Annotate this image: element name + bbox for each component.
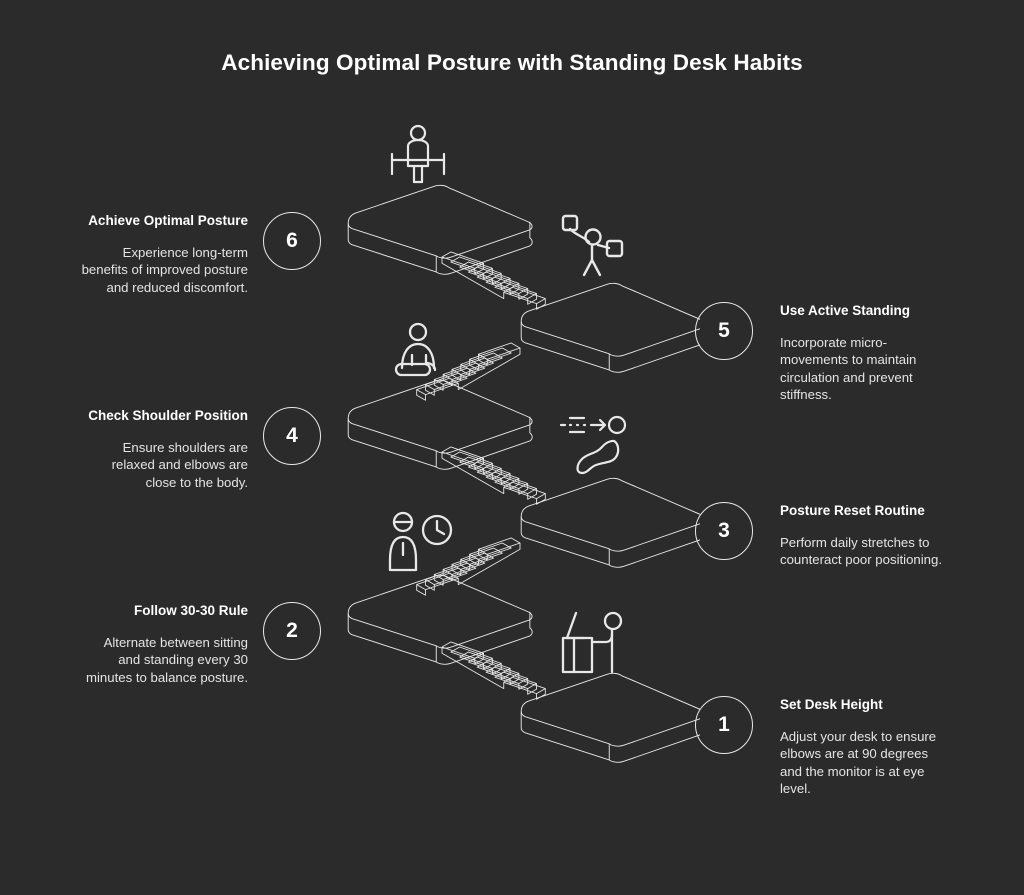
step-6-text-block: Achieve Optimal Posture Experience long-… <box>78 212 248 296</box>
step-6-description: Experience long-term benefits of improve… <box>81 244 248 295</box>
step-4: Check Shoulder Position Ensure shoulders… <box>78 407 418 527</box>
person-lifting-weights-icon <box>561 214 624 277</box>
person-standing-at-desk-icon <box>390 124 446 184</box>
step-6-title: Achieve Optimal Posture <box>88 213 248 228</box>
step-4-title: Check Shoulder Position <box>88 408 248 423</box>
step-2-description: Alternate between sitting and standing e… <box>85 634 248 685</box>
stairs-2-to-1 <box>441 641 546 700</box>
step-2: Follow 30-30 Rule Alternate between sitt… <box>78 602 418 722</box>
person-at-standing-desk-icon <box>561 611 623 674</box>
page-title: Achieving Optimal Posture with Standing … <box>221 50 803 75</box>
step-4-description: Ensure shoulders are relaxed and elbows … <box>111 439 248 490</box>
step-1-text-block: Set Desk Height Adjust your desk to ensu… <box>780 696 950 798</box>
step-4-text-block: Check Shoulder Position Ensure shoulders… <box>78 407 248 491</box>
step-2-number-badge[interactable]: 2 <box>263 602 321 660</box>
stairs-4-to-3 <box>441 446 546 505</box>
step-1-number-badge[interactable]: 1 <box>695 696 753 754</box>
step-1-description: Adjust your desk to ensure elbows are at… <box>780 728 937 797</box>
stairs-3-to-2 <box>416 537 521 596</box>
stairs-6-to-5 <box>441 251 546 310</box>
step-4-number-badge[interactable]: 4 <box>263 407 321 465</box>
step-5-text-block: Use Active Standing Incorporate micro-mo… <box>780 302 950 404</box>
step-6-number-badge[interactable]: 6 <box>263 212 321 270</box>
platform-3 <box>520 477 700 568</box>
step-2-text-block: Follow 30-30 Rule Alternate between sitt… <box>78 602 248 686</box>
step-6: Achieve Optimal Posture Experience long-… <box>78 212 418 332</box>
step-3-title: Posture Reset Routine <box>780 503 925 518</box>
stretching-person-icon <box>559 415 627 475</box>
step-5-title: Use Active Standing <box>780 303 911 318</box>
step-2-title: Follow 30-30 Rule <box>133 603 248 618</box>
step-1: 1 Set Desk Height Adjust your desk to en… <box>695 696 1024 816</box>
step-1-title: Set Desk Height <box>780 697 883 712</box>
platform-1 <box>520 672 700 763</box>
step-5-number-badge[interactable]: 5 <box>695 302 753 360</box>
step-3-description: Perform daily stretches to counteract po… <box>780 534 943 568</box>
platform-5 <box>520 282 700 373</box>
step-3: 3 Posture Reset Routine Perform daily st… <box>695 502 1024 622</box>
stairs-5-to-4 <box>416 342 521 401</box>
step-5-description: Incorporate micro-movements to maintain … <box>780 334 917 403</box>
step-5: 5 Use Active Standing Incorporate micro-… <box>695 302 1024 422</box>
step-3-text-block: Posture Reset Routine Perform daily stre… <box>780 502 950 569</box>
step-3-number-badge[interactable]: 3 <box>695 502 753 560</box>
